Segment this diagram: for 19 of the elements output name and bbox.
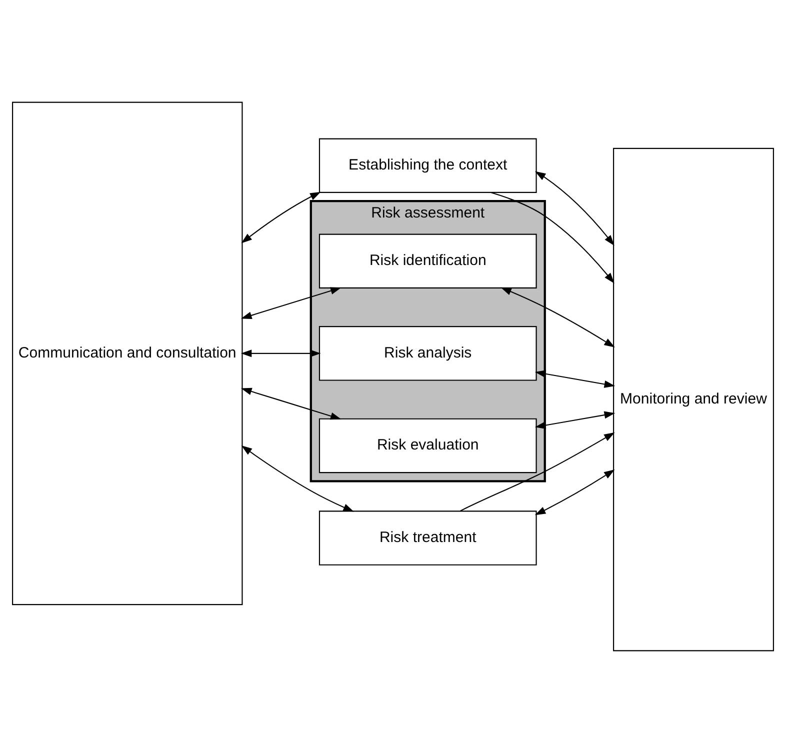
arrow — [240, 388, 342, 420]
arrow — [534, 470, 615, 516]
arrow — [534, 171, 614, 246]
node-box: Risk identification — [318, 234, 537, 288]
node-box: Communication and consultation — [12, 102, 243, 606]
node-box: Establishing the context — [318, 138, 537, 193]
arrow — [534, 370, 616, 388]
node-box: Monitoring and review — [613, 148, 774, 652]
arrow — [500, 287, 615, 348]
arrow — [240, 350, 321, 358]
arrow — [534, 411, 616, 430]
node-box: Risk analysis — [318, 326, 537, 381]
arrow — [241, 445, 354, 512]
arrow — [240, 287, 342, 320]
node-box: Risk evaluation — [318, 418, 537, 474]
node-box: Risk treatment — [318, 510, 537, 566]
arrow — [460, 432, 615, 512]
arrow — [490, 192, 614, 284]
arrow — [241, 192, 321, 244]
